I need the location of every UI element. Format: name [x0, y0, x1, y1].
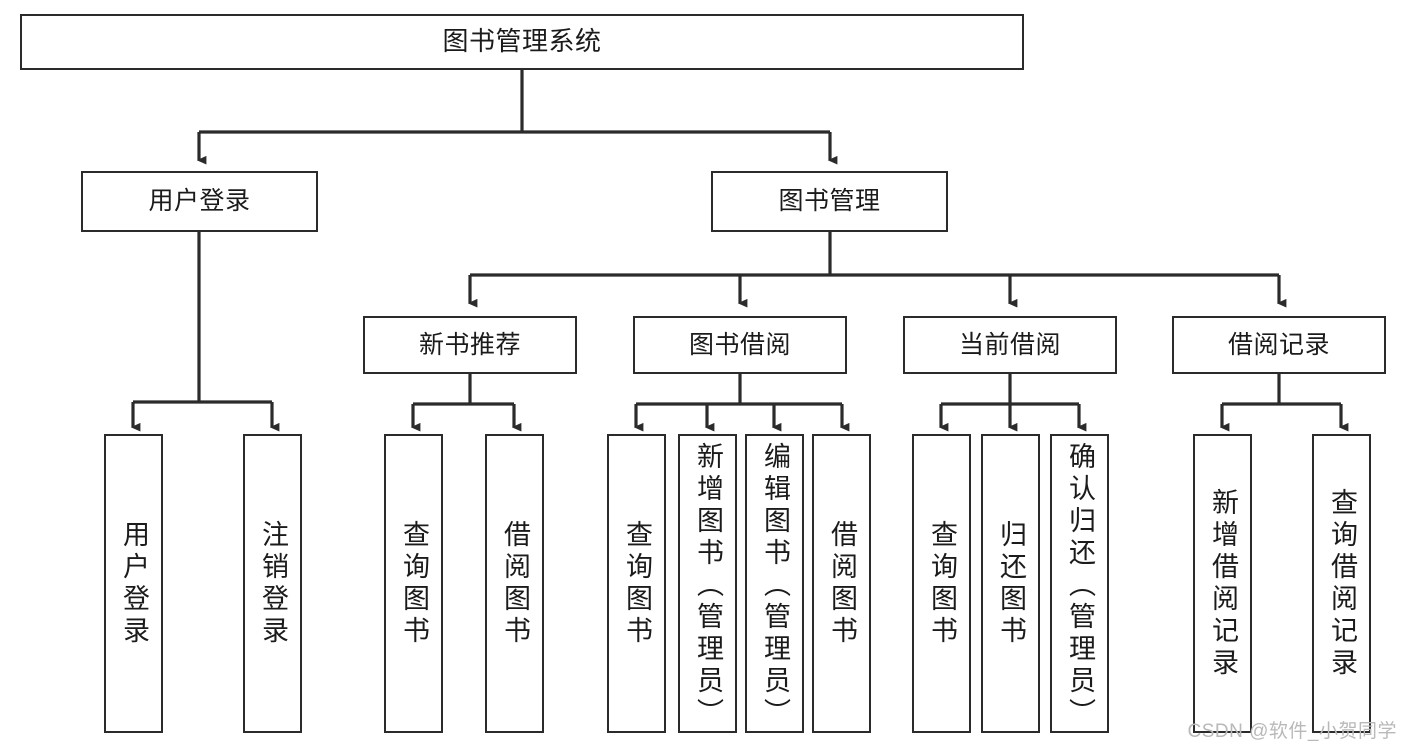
node-label: 确认归还（管理员）: [1065, 442, 1095, 730]
leaf-borrow-record-query-record[interactable]: 查询借阅记录: [1312, 434, 1371, 733]
leaf-current-borrow-query-book[interactable]: 查询图书: [912, 434, 971, 733]
leaf-current-borrow-return-book[interactable]: 归还图书: [981, 434, 1040, 733]
leaf-book-borrow-edit-book-admin[interactable]: 编辑图书（管理员）: [745, 434, 804, 733]
leaf-new-book-borrow-book[interactable]: 借阅图书: [485, 434, 544, 733]
node-borrow-record[interactable]: 借阅记录: [1172, 316, 1386, 374]
node-user-login[interactable]: 用户登录: [81, 171, 318, 232]
node-label: 图书管理: [778, 187, 881, 216]
node-book-borrow[interactable]: 图书借阅: [633, 316, 847, 374]
node-label: 用户登录: [119, 519, 149, 648]
leaf-new-book-query-book[interactable]: 查询图书: [384, 434, 443, 733]
node-label: 图书借阅: [688, 330, 791, 359]
node-label: 图书管理系统: [442, 26, 602, 57]
node-label: 新增图书（管理员）: [693, 442, 723, 730]
node-label: 注销登录: [258, 519, 288, 648]
node-label: 当前借阅: [958, 330, 1061, 359]
node-label: 归还图书: [996, 519, 1026, 648]
node-book-management[interactable]: 图书管理: [711, 171, 948, 232]
node-label: 编辑图书（管理员）: [760, 442, 790, 730]
node-label: 用户登录: [148, 187, 251, 216]
leaf-user-login-login[interactable]: 用户登录: [104, 434, 163, 733]
leaf-borrow-record-add-record[interactable]: 新增借阅记录: [1193, 434, 1252, 733]
leaf-book-borrow-query-book[interactable]: 查询图书: [607, 434, 666, 733]
node-label: 新书推荐: [418, 330, 521, 359]
node-new-book-recommend[interactable]: 新书推荐: [363, 316, 577, 374]
node-root-book-management-system[interactable]: 图书管理系统: [20, 14, 1024, 70]
node-label: 查询图书: [622, 519, 652, 648]
node-current-borrow[interactable]: 当前借阅: [903, 316, 1117, 374]
leaf-book-borrow-borrow-book[interactable]: 借阅图书: [812, 434, 871, 733]
node-label: 查询图书: [927, 519, 957, 648]
node-label: 查询图书: [399, 519, 429, 648]
node-label: 查询借阅记录: [1327, 487, 1357, 680]
node-label: 新增借阅记录: [1208, 487, 1238, 680]
leaf-current-borrow-confirm-return-admin[interactable]: 确认归还（管理员）: [1050, 434, 1109, 733]
node-label: 借阅图书: [500, 519, 530, 648]
watermark-text: CSDN @软件_小贺同学: [1187, 721, 1397, 742]
node-label: 借阅记录: [1227, 330, 1330, 359]
node-label: 借阅图书: [827, 519, 857, 648]
leaf-book-borrow-add-book-admin[interactable]: 新增图书（管理员）: [678, 434, 737, 733]
leaf-user-login-logout[interactable]: 注销登录: [243, 434, 302, 733]
